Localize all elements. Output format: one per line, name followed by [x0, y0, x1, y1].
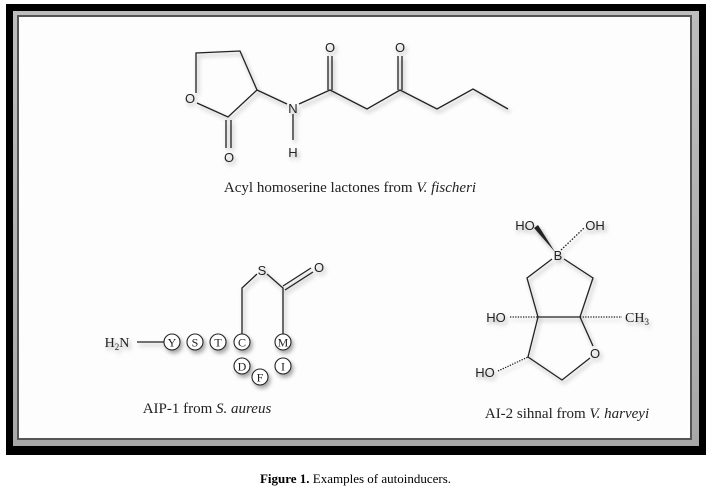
- svg-text:Y: Y: [168, 336, 177, 350]
- atom-boron: B: [554, 248, 563, 263]
- ai2-caption: AI-2 sihnal from V. harveyi: [485, 406, 649, 422]
- svg-text:D: D: [238, 360, 247, 374]
- svg-text:I: I: [281, 360, 285, 374]
- svg-text:T: T: [214, 336, 222, 350]
- atom-hydrogen: H: [288, 145, 297, 160]
- residue-Y: Y: [163, 333, 181, 351]
- svg-text:M: M: [278, 336, 289, 350]
- ai2-structure: HO OH B HO HO O CH3: [475, 218, 649, 381]
- svg-text:S: S: [192, 336, 199, 350]
- atom-ring-oxygen: O: [185, 91, 195, 106]
- wedge-bond: [534, 225, 555, 252]
- residue-D: D: [233, 357, 251, 375]
- ahl-caption: Acyl homoserine lactones from V. fischer…: [224, 180, 476, 196]
- figure-caption: Figure 1. Examples of autoinducers.: [0, 471, 711, 487]
- figure-label: Figure 1.: [259, 471, 310, 486]
- atom-keto-oxygen: O: [395, 40, 405, 55]
- amine-group: H2N: [105, 336, 130, 352]
- methyl-group: CH3: [625, 311, 649, 327]
- aip-caption: AIP-1 from S. aureus: [143, 401, 272, 417]
- residue-F: F: [251, 368, 269, 386]
- ahl-structure: O O N H O O: [185, 40, 509, 165]
- atom-thioester-oxygen: O: [314, 260, 324, 275]
- atom-nitrogen: N: [288, 101, 297, 116]
- atom-sulfur: S: [258, 263, 267, 278]
- residue-S: S: [186, 333, 204, 351]
- atom-ho-low: HO: [475, 365, 495, 380]
- figure-caption-text: Examples of autoinducers.: [309, 471, 452, 486]
- residue-M: M: [274, 333, 292, 351]
- svg-text:F: F: [257, 371, 264, 385]
- aip-structure: H2N S O Y S T C D F I M: [105, 260, 324, 386]
- atom-ho-top: HO: [515, 218, 535, 233]
- residue-T: T: [209, 333, 227, 351]
- residue-C: C: [233, 333, 251, 351]
- atom-oh-top: OH: [585, 218, 605, 233]
- svg-text:C: C: [238, 336, 246, 350]
- atom-amide-oxygen: O: [325, 40, 335, 55]
- residue-I: I: [274, 357, 292, 375]
- atom-carbonyl-oxygen: O: [224, 150, 234, 165]
- atom-ho-mid: HO: [486, 310, 506, 325]
- atom-ring-oxygen: O: [590, 346, 600, 361]
